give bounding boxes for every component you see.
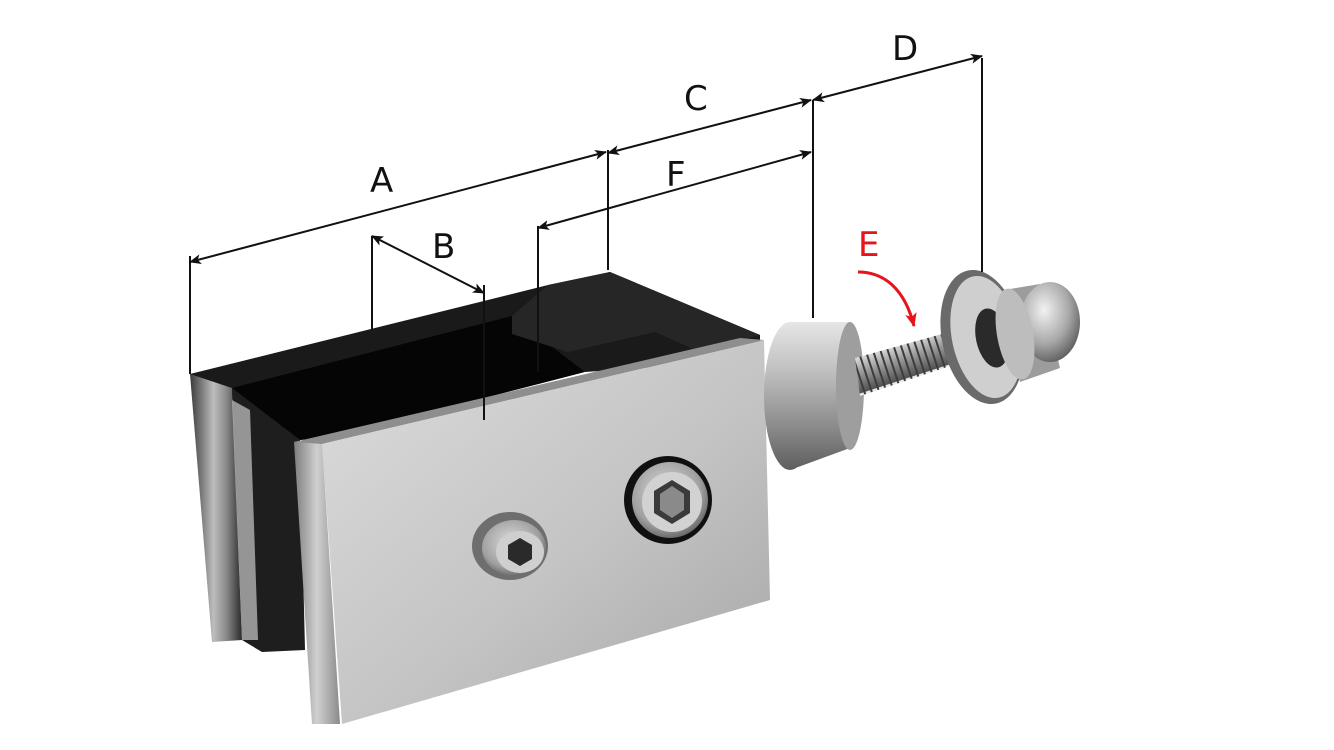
- front-plate-face: [322, 340, 770, 724]
- front-plate: [294, 338, 770, 724]
- label-a: A: [370, 161, 393, 201]
- dimension-arrow-c: [607, 97, 812, 156]
- dimension-arrow-f: [537, 150, 812, 230]
- label-c: C: [684, 79, 708, 119]
- label-f: F: [666, 155, 686, 195]
- grub-screw-icon: [472, 512, 548, 580]
- dimension-lines: [189, 53, 983, 420]
- back-wall: [190, 374, 242, 642]
- dimension-arrow-d: [812, 53, 983, 103]
- clamp-body: [190, 272, 760, 652]
- back-wall-highlight: [232, 400, 258, 640]
- label-e: E: [858, 225, 879, 265]
- front-plate-top-edge: [294, 338, 764, 444]
- dimension-arrow-b: [371, 235, 485, 294]
- dome-nut: [995, 282, 1080, 382]
- front-plate-edge: [294, 440, 340, 724]
- cylinder-boss: [764, 322, 864, 470]
- body-step: [512, 272, 760, 352]
- rotation-arrow-e-icon: [857, 270, 917, 328]
- hex-socket-screw-icon: [624, 456, 712, 544]
- label-b: B: [432, 227, 455, 267]
- label-d: D: [892, 29, 918, 69]
- glass-slot: [232, 316, 585, 440]
- dimension-arrow-a: [189, 149, 607, 265]
